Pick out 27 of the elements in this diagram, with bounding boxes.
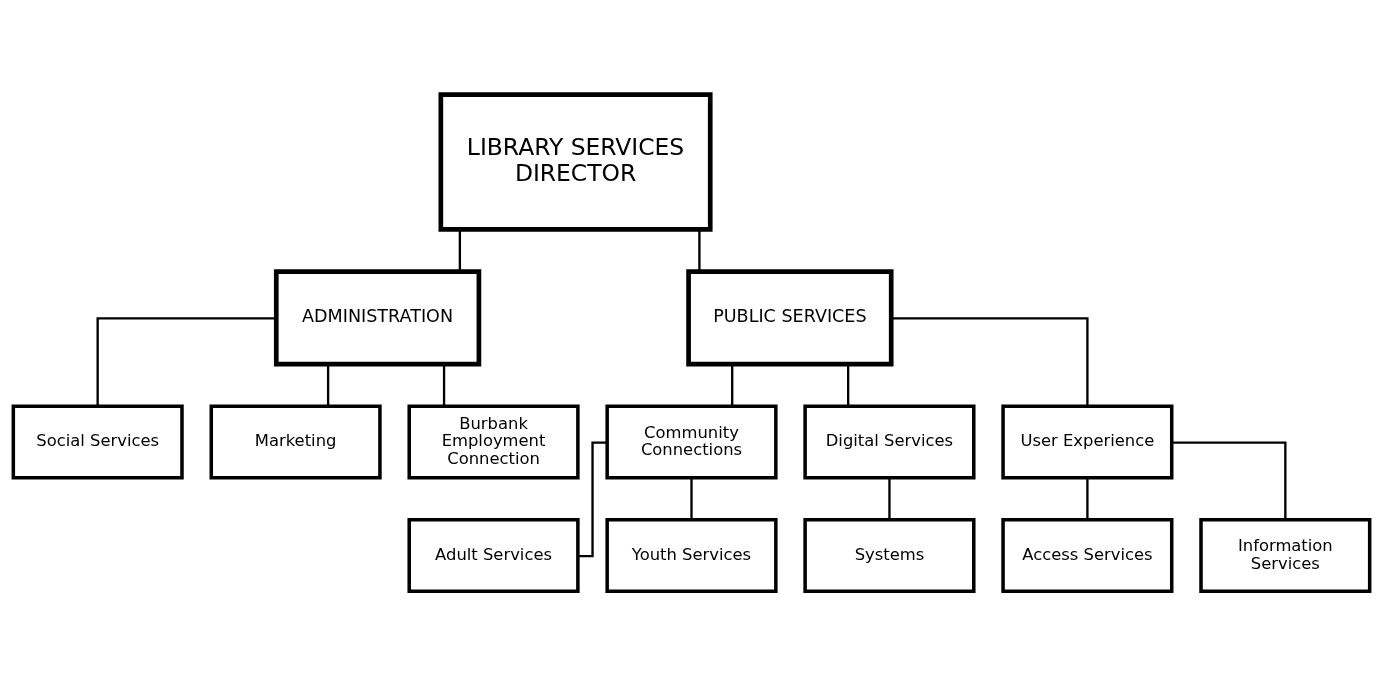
node-box: User Experience [1001,404,1174,480]
connector [96,317,277,407]
connector [888,477,891,520]
connector [458,229,462,272]
connector [891,317,1089,407]
node-box: LIBRARY SERVICES DIRECTOR [438,92,713,232]
node-box: ADMINISTRATION [273,269,482,367]
node-box: Social Services [11,404,184,480]
node-box: Youth Services [605,518,778,594]
connector [847,364,850,406]
node-box: PUBLIC SERVICES [686,269,894,367]
connector [1086,477,1089,520]
connector [698,229,701,272]
connector [442,364,446,406]
node-box: Access Services [1001,518,1174,594]
node-box: Burbank Employment Connection [407,404,580,480]
node-box: Marketing [209,404,382,480]
connector [731,364,734,406]
connector [690,477,693,520]
connector [1171,441,1287,520]
node-box: Information Services [1199,518,1372,594]
connector [326,364,330,406]
node-box: Adult Services [407,518,580,594]
node-box: Community Connections [605,404,778,480]
connector [577,441,608,558]
node-box: Systems [803,518,976,594]
node-box: Digital Services [803,404,976,480]
